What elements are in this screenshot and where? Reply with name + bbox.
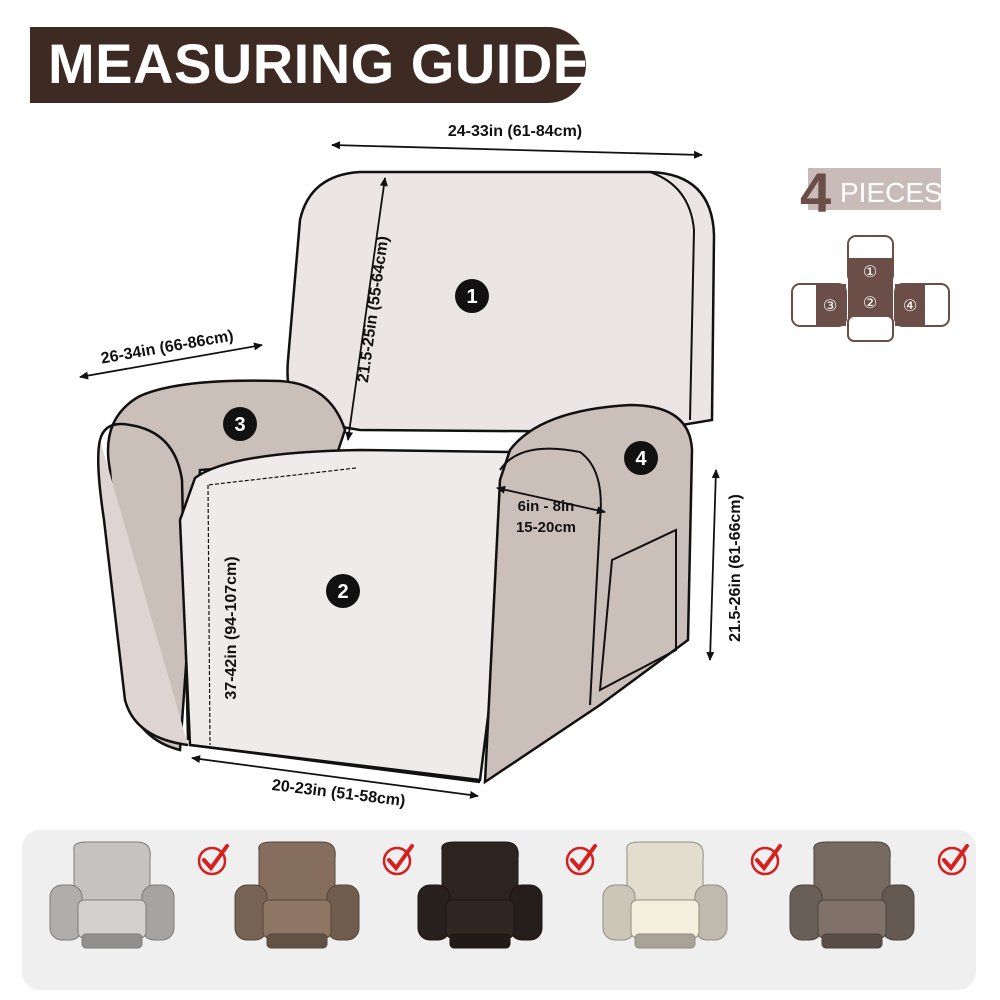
- svg-text:2: 2: [337, 581, 348, 603]
- side-height-label: 21.5-26in (61-66cm): [727, 494, 744, 642]
- top-width-label: 24-33in (61-84cm): [448, 123, 582, 140]
- recliner-thumb-cream-leather: [602, 841, 728, 949]
- arm-width-in-label: 6in - 8in: [518, 498, 575, 515]
- left-arm: [106, 379, 347, 752]
- seat-length-label: 37-42in (94-107cm): [223, 556, 240, 699]
- check-icon: [197, 844, 229, 876]
- check-icon: [937, 844, 969, 876]
- back-height-arrow: [345, 177, 388, 441]
- pieces-badge: 4 PIECES: [800, 161, 943, 224]
- recliner-thumb-brown-suede: [234, 841, 360, 949]
- top-width-arrow: [331, 141, 703, 159]
- seat-length-arrow: [207, 467, 357, 486]
- piece-1-badge: 1: [455, 279, 489, 313]
- check-icon: [565, 844, 597, 876]
- page-title: MEASURING GUIDE: [48, 32, 591, 95]
- recliner-thumb-grey-leather: [49, 841, 175, 949]
- piece-3-badge: 3: [223, 407, 257, 441]
- front-width-arrow: [191, 755, 479, 799]
- check-icon: [750, 844, 782, 876]
- piece-4-badge: 4: [624, 441, 658, 475]
- svg-text:4: 4: [800, 161, 831, 224]
- svg-text:①: ①: [863, 264, 877, 281]
- svg-text:②: ②: [863, 295, 877, 312]
- svg-text:④: ④: [903, 298, 917, 315]
- title-banner: [30, 27, 586, 103]
- recliner-thumb-taupe-fabric: [789, 841, 915, 949]
- svg-text:3: 3: [234, 414, 245, 436]
- arm-length-arrow: [79, 342, 263, 380]
- svg-text:PIECES: PIECES: [840, 177, 943, 208]
- arm-width-arrow: [496, 485, 606, 515]
- side-height-arrow: [706, 469, 720, 661]
- side-pocket: [598, 528, 677, 692]
- svg-text:4: 4: [635, 448, 647, 470]
- check-icon: [382, 844, 414, 876]
- svg-text:1: 1: [466, 286, 477, 308]
- recliner-thumb-dark-leather: [417, 841, 543, 949]
- piece-2-badge: 2: [326, 574, 360, 608]
- arm-width-cm-label: 15-20cm: [516, 519, 576, 536]
- svg-text:③: ③: [823, 298, 837, 315]
- pieces-layout-icon: ① ② ③ ④: [791, 235, 950, 342]
